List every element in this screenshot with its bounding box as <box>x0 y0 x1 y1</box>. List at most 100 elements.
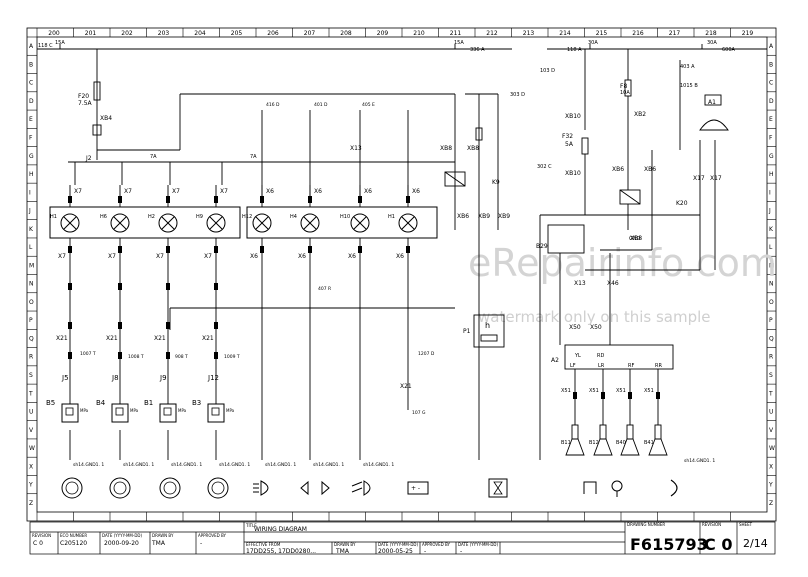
b29-label: B29 <box>536 243 548 250</box>
column-label: 207 <box>304 30 316 37</box>
lamp-label: H1 <box>50 214 57 220</box>
lamp-label: H6 <box>100 214 107 220</box>
tb-title-label: TITLE <box>245 523 257 528</box>
bus-fuse-30a-right: 30A <box>707 40 717 46</box>
p1-label: P1 <box>463 328 471 335</box>
row-label-left: V <box>29 427 34 434</box>
x46-label: X46 <box>607 280 619 287</box>
sensor-jumper-label: J9 <box>159 374 167 382</box>
row-label-right: O <box>769 299 774 306</box>
connector-label: X51 <box>644 388 654 394</box>
row-label-right: F <box>769 134 773 141</box>
warning-icon <box>207 477 229 499</box>
connector-label: X7 <box>108 253 116 260</box>
row-label-right: T <box>768 390 773 397</box>
power-bus <box>37 44 767 50</box>
lamp: H10 <box>340 213 370 233</box>
wire-7a-a: 7A <box>150 154 157 160</box>
f8-label: F8 <box>620 83 627 90</box>
lamp: H4 <box>290 213 320 233</box>
connector-label: X21 <box>106 335 118 342</box>
radio-pin-label: LF <box>570 363 576 369</box>
row-label-left: R <box>29 354 33 361</box>
oil-pressure-icon <box>159 477 181 499</box>
horn-icon <box>583 481 597 494</box>
row-label-right: Z <box>769 500 773 507</box>
column-label: 219 <box>742 30 754 37</box>
sheet-number: 2/14 <box>743 537 768 550</box>
row-label-left: Y <box>28 482 33 489</box>
radio-pin-label: RR <box>655 363 662 369</box>
column-label: 209 <box>377 30 389 37</box>
wire-407r: 407 R <box>318 286 331 292</box>
row-label-right: U <box>769 409 773 416</box>
gnd-label-4: sh14.GND1. 1 <box>219 462 250 468</box>
sensor-label: B5 <box>46 399 55 407</box>
row-label-right: A <box>769 43 774 50</box>
row-label-left: W <box>29 445 35 452</box>
k9-label: K9 <box>492 179 500 186</box>
x17-label-a: X17 <box>693 175 705 182</box>
radio-pin-label: YL <box>574 353 581 359</box>
hydraulic-pump-icon <box>109 477 131 499</box>
x13-label-left: X13 <box>350 145 362 152</box>
k9-relay <box>444 93 505 460</box>
column-label: 216 <box>632 30 644 37</box>
column-label: 213 <box>523 30 535 37</box>
row-label-right: H <box>769 171 774 178</box>
lamp: H1 <box>50 213 80 233</box>
row-label-left: J <box>28 208 31 215</box>
wire-401d: 401 D <box>314 102 328 108</box>
x17-label-b: X17 <box>710 175 722 182</box>
wire-1008t: 1008 T <box>128 354 144 360</box>
xb10-label: XB10 <box>565 113 581 120</box>
connector-label: X7 <box>172 188 180 195</box>
tb-h-drawn2: DRAWN BY <box>334 542 356 547</box>
row-label-right: D <box>769 98 774 105</box>
antenna-icon <box>611 480 623 497</box>
connector-label: X6 <box>348 253 356 260</box>
row-label-left: M <box>29 262 34 269</box>
headlight-icon <box>253 480 269 496</box>
row-label-right: L <box>769 244 773 251</box>
speaker-label: B11 <box>561 440 571 446</box>
connector-label: X6 <box>364 188 372 195</box>
connector-label: X7 <box>220 188 228 195</box>
row-label-right: M <box>769 262 774 269</box>
a2-label: A2 <box>551 357 559 364</box>
lamp-panels <box>49 206 438 239</box>
lamp: H9 <box>196 213 226 233</box>
gnd-label-7: sh14.GND1. 1 <box>363 462 394 468</box>
row-label-left: P <box>29 317 33 324</box>
bus-wire-336a: 336 A <box>470 47 485 53</box>
row-label-right: J <box>768 208 771 215</box>
svg-text:+ -: + - <box>411 485 420 492</box>
sensor-label: B3 <box>192 399 201 407</box>
tb-drawn-by: TMA <box>151 540 166 547</box>
connector-label: X7 <box>156 253 164 260</box>
x13-label-right: X13 <box>574 280 586 287</box>
connector-label: X6 <box>250 253 258 260</box>
tb-h-effective: EFFECTIVE FROM <box>246 542 281 547</box>
wire-1015b: 1015 B <box>680 83 698 89</box>
row-label-right: P <box>769 317 773 324</box>
lamp-label: H9 <box>196 214 203 220</box>
xb6-label-left: XB6 <box>457 213 469 220</box>
tb-drawn-by2: TMA <box>335 548 350 555</box>
battery-icon: + - <box>407 481 429 495</box>
sensor-unit: MPa <box>130 408 139 413</box>
f32-rating: 5A <box>565 141 574 148</box>
xb10-label-b: XB10 <box>565 170 581 177</box>
lamp: H12 <box>242 213 272 233</box>
column-label: 215 <box>596 30 608 37</box>
xb6-label-right-a: XB6 <box>612 166 624 173</box>
row-label-right: Y <box>768 482 773 489</box>
row-label-right: Q <box>769 335 774 342</box>
tb-h-date: DATE (YYYY-MM-DD) <box>102 533 142 538</box>
sensor-unit: MPa <box>80 408 89 413</box>
